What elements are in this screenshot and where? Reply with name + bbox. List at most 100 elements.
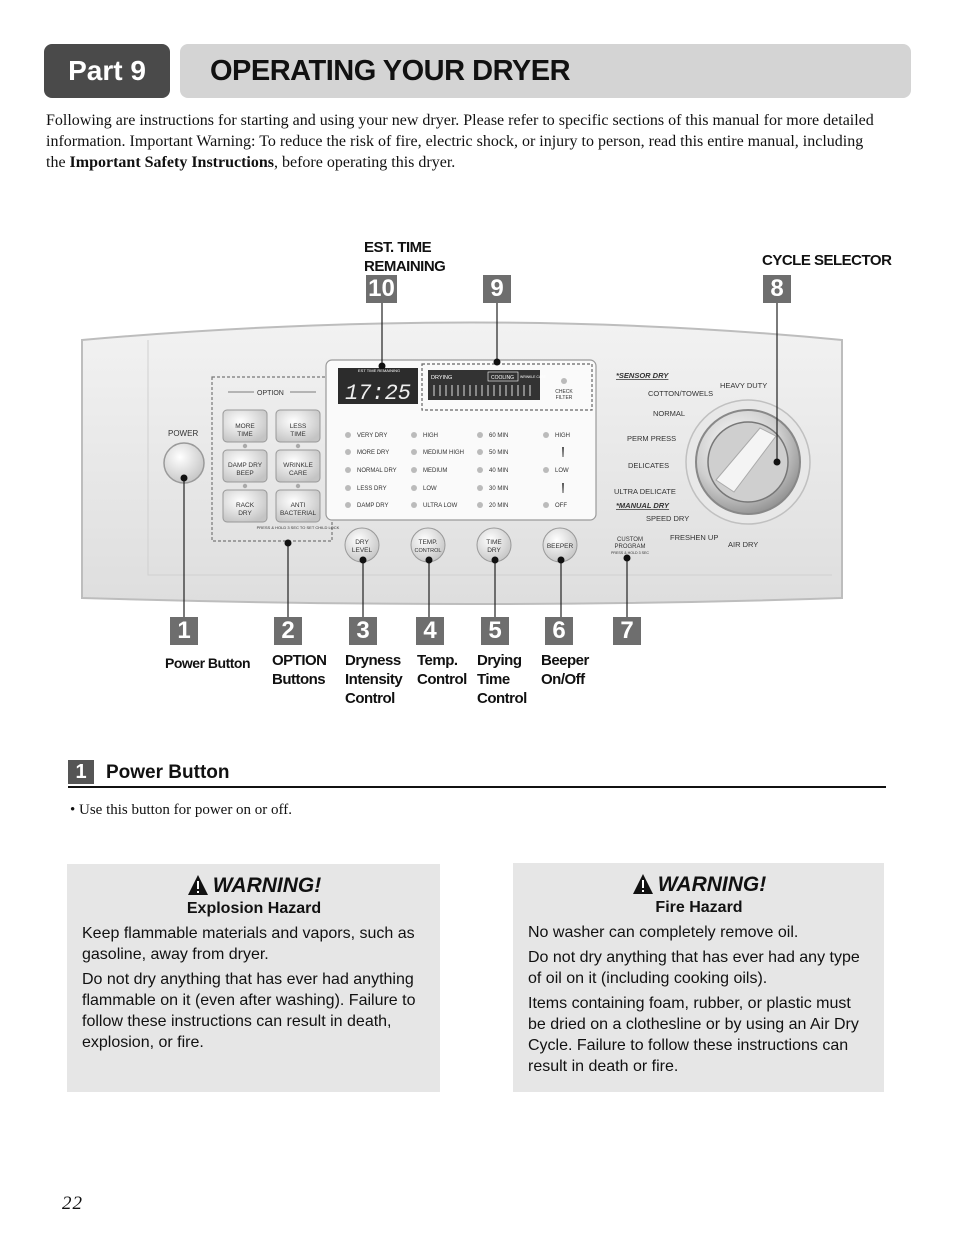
est-time-label: EST. TIME REMAINING bbox=[364, 238, 446, 276]
svg-text:OFF: OFF bbox=[555, 503, 567, 509]
caption-dryness-line3: Control bbox=[345, 690, 395, 707]
page-number: 22 bbox=[62, 1193, 83, 1214]
svg-text:DRYING: DRYING bbox=[431, 375, 452, 381]
caption-power-button: Power Button bbox=[165, 655, 251, 671]
svg-text:WRINKLE CARE: WRINKLE CARE bbox=[520, 375, 547, 379]
caption-dryness-line1: Dryness bbox=[345, 652, 401, 669]
caption-beeper-line2: On/Off bbox=[541, 671, 585, 688]
svg-text:MORE: MORE bbox=[235, 423, 255, 430]
svg-text:*SENSOR DRY: *SENSOR DRY bbox=[616, 371, 669, 380]
intro-paragraph: Following are instructions for starting … bbox=[46, 110, 876, 173]
svg-text:*MANUAL DRY: *MANUAL DRY bbox=[616, 501, 670, 510]
control-panel-diagram: POWER OPTION MORE TIME LESS TIME DAMP DR… bbox=[81, 303, 843, 618]
svg-text:LOW: LOW bbox=[423, 486, 437, 492]
warning-triangle-icon bbox=[187, 875, 208, 895]
caption-beeper: Beeper On/Off bbox=[541, 651, 589, 689]
caption-drying-line3: Control bbox=[477, 690, 527, 707]
callout-number-8: 8 bbox=[763, 275, 791, 303]
svg-text:BEEPER: BEEPER bbox=[547, 543, 574, 550]
svg-text:PRESS & HOLD 3 SEC: PRESS & HOLD 3 SEC bbox=[611, 551, 649, 555]
svg-text:60 MIN: 60 MIN bbox=[489, 433, 508, 439]
svg-text:DAMP DRY: DAMP DRY bbox=[357, 503, 388, 509]
svg-text:VERY DRY: VERY DRY bbox=[357, 433, 387, 439]
caption-option-line2: Buttons bbox=[272, 671, 326, 688]
svg-text:TEMP.: TEMP. bbox=[418, 539, 437, 546]
caption-drying-line2: Time bbox=[477, 671, 510, 688]
warning-heading: WARNING! bbox=[528, 873, 870, 895]
svg-text:MEDIUM: MEDIUM bbox=[423, 468, 447, 474]
svg-text:ULTRA LOW: ULTRA LOW bbox=[423, 503, 458, 509]
power-text: POWER bbox=[168, 429, 198, 438]
svg-text:DRY: DRY bbox=[487, 547, 501, 554]
svg-text:MORE DRY: MORE DRY bbox=[357, 450, 389, 456]
warning-heading-text: WARNING! bbox=[657, 872, 767, 896]
svg-text:COTTON/TOWELS: COTTON/TOWELS bbox=[648, 389, 713, 398]
warning-paragraph: No washer can completely remove oil. bbox=[528, 924, 799, 941]
hazard-title: Fire Hazard bbox=[655, 899, 743, 916]
hazard-title: Explosion Hazard bbox=[186, 900, 322, 917]
svg-text:COOLING: COOLING bbox=[491, 375, 514, 381]
svg-text:AIR DRY: AIR DRY bbox=[728, 540, 758, 549]
caption-temp-line2: Control bbox=[417, 671, 467, 688]
svg-text:20 MIN: 20 MIN bbox=[489, 503, 508, 509]
intro-bold: Important Safety Instructions bbox=[69, 154, 274, 171]
intro-text-2: , before operating this dryer. bbox=[274, 154, 456, 171]
caption-temp-line1: Temp. bbox=[417, 652, 458, 669]
cycle-selector-label: CYCLE SELECTOR bbox=[762, 252, 892, 269]
callout-number-3: 3 bbox=[349, 617, 377, 645]
intro-text-1: Following are instructions for starting … bbox=[46, 112, 874, 171]
svg-text:LESS DRY: LESS DRY bbox=[357, 486, 387, 492]
svg-text:DAMP DRY: DAMP DRY bbox=[228, 462, 263, 469]
svg-text:LEVEL: LEVEL bbox=[352, 547, 373, 554]
svg-text:CHECK: CHECK bbox=[555, 389, 573, 395]
warning-triangle-icon bbox=[632, 874, 653, 894]
svg-text:PROGRAM: PROGRAM bbox=[614, 544, 645, 550]
warning-paragraph: Keep flammable materials and vapors, suc… bbox=[82, 925, 415, 963]
callout-number-6: 6 bbox=[545, 617, 573, 645]
callout-number-5: 5 bbox=[481, 617, 509, 645]
svg-text:ANTI: ANTI bbox=[291, 502, 306, 509]
svg-text:40 MIN: 40 MIN bbox=[489, 468, 508, 474]
warning-box-fire: WARNING! Fire Hazard No washer can compl… bbox=[513, 863, 884, 1092]
caption-temp-control: Temp. Control bbox=[417, 651, 467, 689]
callout-number-10: 10 bbox=[366, 275, 397, 303]
svg-text:HIGH: HIGH bbox=[555, 433, 570, 439]
svg-text:CUSTOM: CUSTOM bbox=[617, 537, 643, 543]
svg-text:FRESHEN UP: FRESHEN UP bbox=[670, 533, 718, 542]
svg-text:DELICATES: DELICATES bbox=[628, 461, 669, 470]
callout-number-9: 9 bbox=[483, 275, 511, 303]
svg-text:TIME: TIME bbox=[290, 431, 306, 438]
warning-paragraph: Do not dry anything that has ever had an… bbox=[528, 949, 860, 987]
callout-number-2: 2 bbox=[274, 617, 302, 645]
svg-text:DRY: DRY bbox=[355, 539, 369, 546]
svg-text:CARE: CARE bbox=[289, 470, 308, 477]
svg-text:EST TIME REMAINING: EST TIME REMAINING bbox=[358, 368, 400, 373]
warning-paragraph: Do not dry anything that has ever had an… bbox=[82, 971, 416, 1051]
svg-text:NORMAL DRY: NORMAL DRY bbox=[357, 468, 397, 474]
svg-text:PRESS & HOLD 3 SEC TO SET CHIL: PRESS & HOLD 3 SEC TO SET CHILD LOCK bbox=[257, 525, 340, 530]
svg-text:50 MIN: 50 MIN bbox=[489, 450, 508, 456]
warning-box-explosion: WARNING! Explosion Hazard Keep flammable… bbox=[67, 864, 440, 1092]
svg-text:30 MIN: 30 MIN bbox=[489, 486, 508, 492]
svg-text:MEDIUM HIGH: MEDIUM HIGH bbox=[423, 450, 464, 456]
svg-text:RACK: RACK bbox=[236, 502, 255, 509]
section-divider bbox=[68, 786, 886, 788]
est-time-label-line1: EST. TIME bbox=[364, 239, 432, 256]
caption-beeper-line1: Beeper bbox=[541, 652, 589, 669]
time-display bbox=[338, 368, 418, 404]
page-title: OPERATING YOUR DRYER bbox=[180, 44, 911, 98]
est-time-label-line2: REMAINING bbox=[364, 258, 446, 275]
svg-text:BACTERIAL: BACTERIAL bbox=[280, 510, 317, 517]
svg-text:TIME: TIME bbox=[486, 539, 502, 546]
svg-text:NORMAL: NORMAL bbox=[653, 409, 685, 418]
svg-text:CONTROL: CONTROL bbox=[415, 548, 442, 554]
svg-text:TIME: TIME bbox=[237, 431, 253, 438]
section-bullet: • Use this button for power on or off. bbox=[70, 802, 293, 818]
caption-drying-time-control: Drying Time Control bbox=[477, 651, 527, 708]
warning-paragraph: Items containing foam, rubber, or plasti… bbox=[528, 995, 859, 1075]
section-title: Power Button bbox=[106, 762, 230, 783]
svg-text:LOW: LOW bbox=[555, 468, 569, 474]
option-buttons-grid: MORE TIME LESS TIME DAMP DRY BEEP WRINKL… bbox=[222, 409, 340, 530]
caption-dryness-line2: Intensity bbox=[345, 671, 403, 688]
svg-text:HIGH: HIGH bbox=[423, 433, 438, 439]
